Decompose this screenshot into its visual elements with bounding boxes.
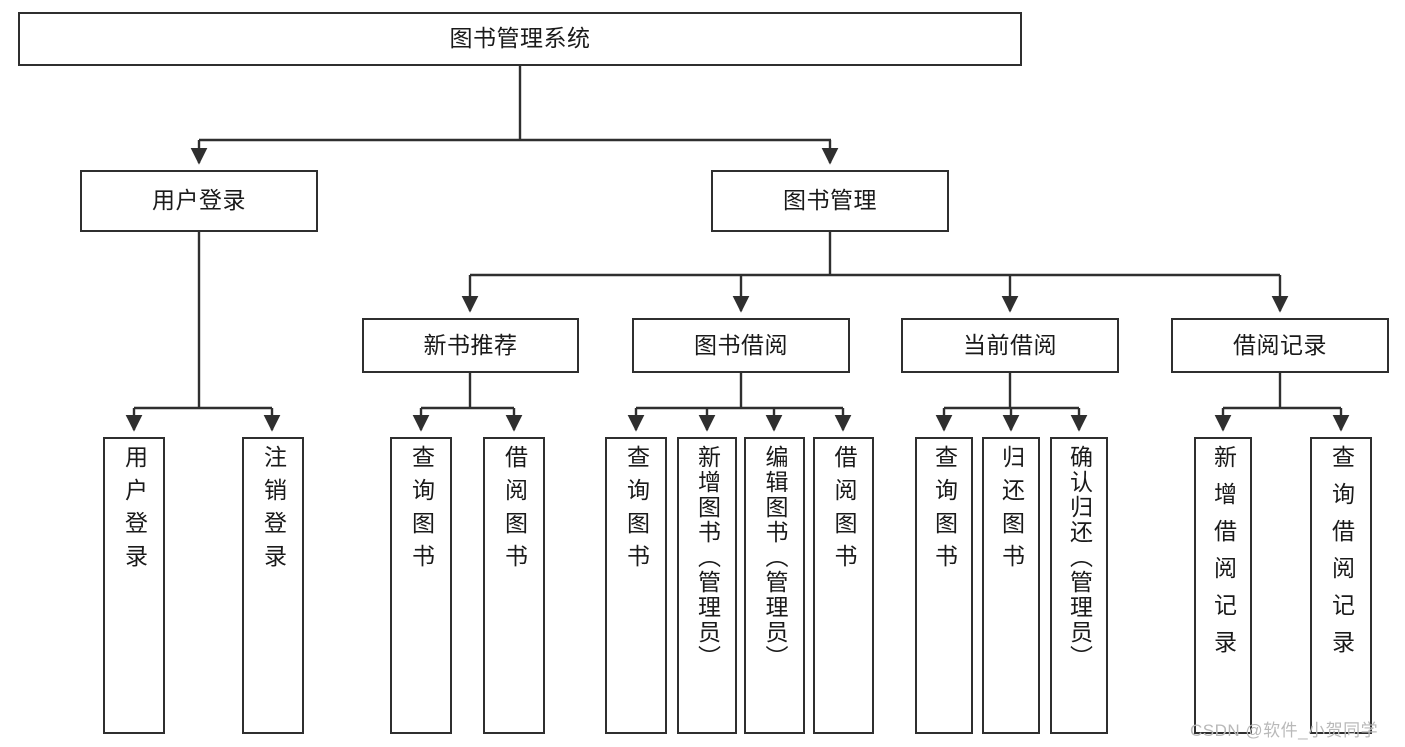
node-leaf-add-record[interactable]: 新增借阅记录: [1194, 437, 1252, 734]
node-book-borrow-label: 图书借阅: [694, 331, 788, 358]
node-leaf-logout-label: 注销登录: [260, 445, 287, 577]
node-leaf-user-login[interactable]: 用户登录: [103, 437, 165, 734]
node-leaf-user-login-label: 用户登录: [121, 445, 148, 577]
node-book-borrow[interactable]: 图书借阅: [632, 318, 850, 373]
node-root-label: 图书管理系统: [449, 25, 591, 52]
node-new-book-recommend-label: 新书推荐: [423, 331, 518, 358]
node-leaf-query-book-3[interactable]: 查询图书: [915, 437, 973, 734]
watermark: CSDN @软件_小贺同学: [1190, 721, 1379, 740]
node-leaf-borrow-book-1-label: 借阅图书: [501, 445, 528, 577]
node-user-login[interactable]: 用户登录: [80, 170, 318, 232]
node-root[interactable]: 图书管理系统: [18, 12, 1022, 66]
node-leaf-query-record[interactable]: 查询借阅记录: [1310, 437, 1372, 734]
node-leaf-query-book-1-label: 查询图书: [408, 445, 435, 577]
node-new-book-recommend[interactable]: 新书推荐: [362, 318, 579, 373]
node-borrow-record[interactable]: 借阅记录: [1171, 318, 1389, 373]
node-leaf-add-book-label: 新增图书（管理员）: [694, 445, 721, 670]
node-leaf-add-book[interactable]: 新增图书（管理员）: [677, 437, 737, 734]
node-leaf-confirm-return[interactable]: 确认归还（管理员）: [1050, 437, 1108, 734]
node-leaf-confirm-return-label: 确认归还（管理员）: [1066, 445, 1093, 670]
node-current-borrow[interactable]: 当前借阅: [901, 318, 1119, 373]
node-leaf-edit-book[interactable]: 编辑图书（管理员）: [744, 437, 805, 734]
node-leaf-query-record-label: 查询借阅记录: [1328, 445, 1355, 667]
node-leaf-query-book-2-label: 查询图书: [623, 445, 650, 577]
node-borrow-record-label: 借阅记录: [1233, 331, 1327, 358]
node-leaf-return-book[interactable]: 归还图书: [982, 437, 1040, 734]
node-book-manage[interactable]: 图书管理: [711, 170, 949, 232]
node-leaf-query-book-3-label: 查询图书: [931, 445, 958, 577]
node-leaf-borrow-book-2-label: 借阅图书: [831, 445, 857, 577]
node-current-borrow-label: 当前借阅: [963, 331, 1057, 358]
node-leaf-edit-book-label: 编辑图书（管理员）: [762, 445, 788, 670]
node-book-manage-label: 图书管理: [783, 187, 877, 214]
node-leaf-query-book-2[interactable]: 查询图书: [605, 437, 667, 734]
node-leaf-borrow-book-2[interactable]: 借阅图书: [813, 437, 874, 734]
node-leaf-return-book-label: 归还图书: [998, 445, 1025, 577]
node-leaf-query-book-1[interactable]: 查询图书: [390, 437, 452, 734]
node-leaf-borrow-book-1[interactable]: 借阅图书: [483, 437, 545, 734]
node-leaf-add-record-label: 新增借阅记录: [1210, 445, 1237, 667]
node-leaf-logout[interactable]: 注销登录: [242, 437, 304, 734]
node-user-login-label: 用户登录: [152, 187, 246, 214]
